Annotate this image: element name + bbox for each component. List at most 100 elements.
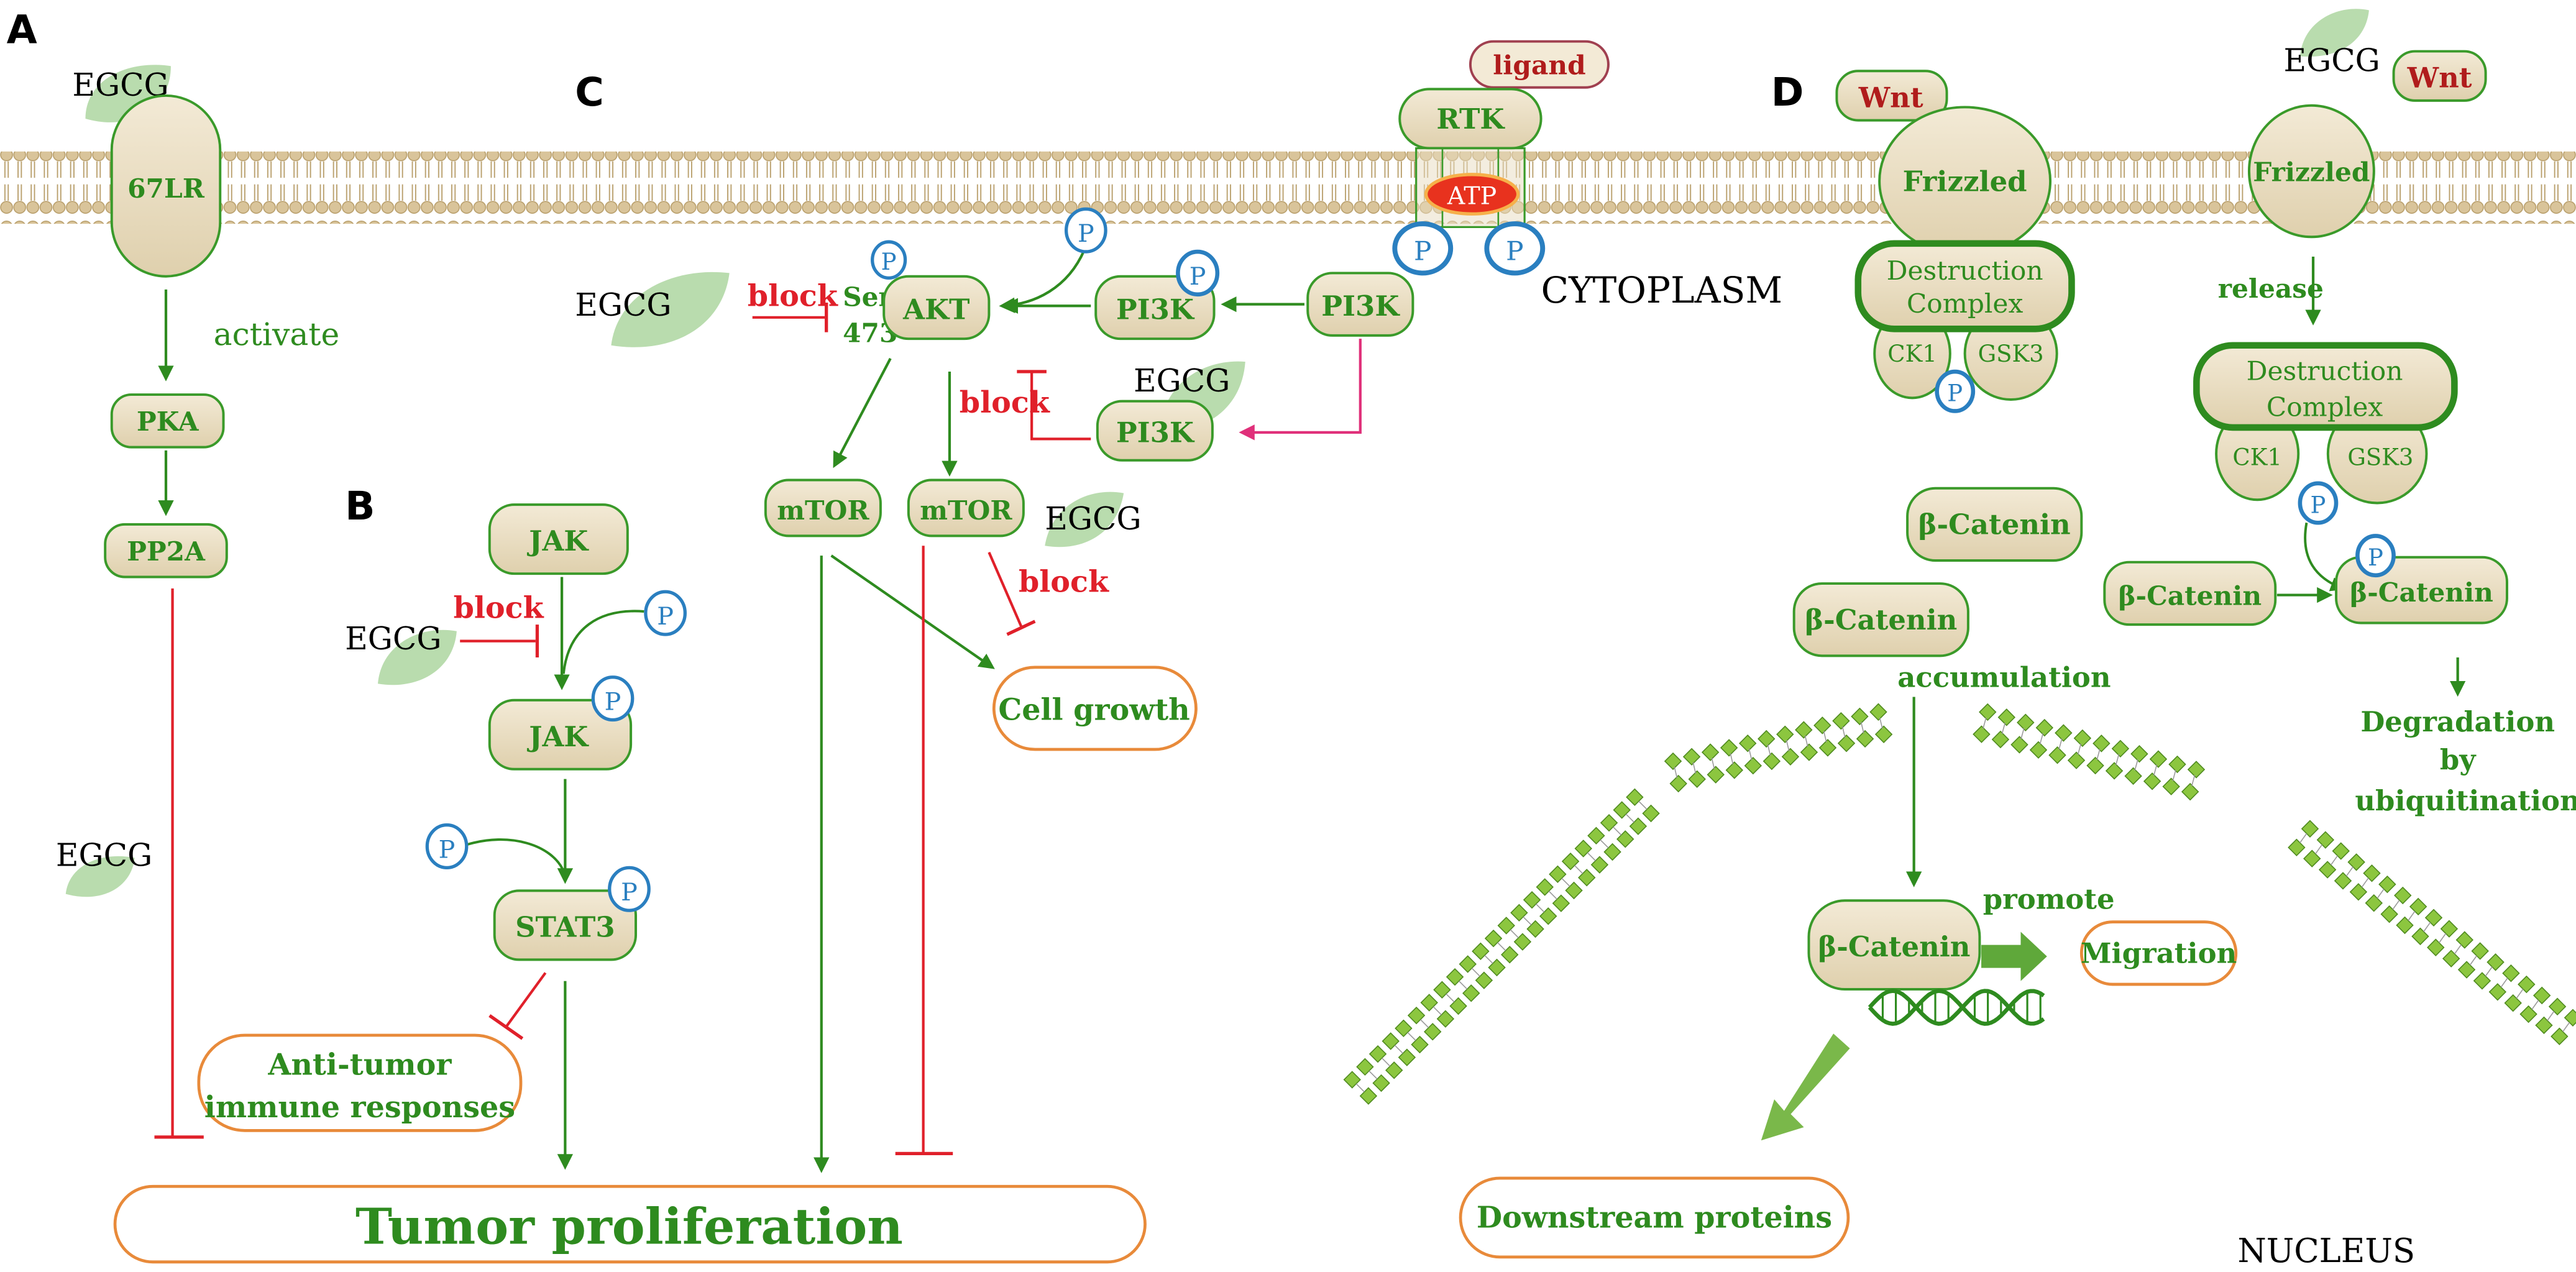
envelope-bead xyxy=(1682,748,1701,766)
accumulation-label: accumulation xyxy=(1897,661,2111,694)
envelope-bead xyxy=(1869,703,1887,721)
envelope-link xyxy=(2377,889,2385,899)
envelope-bead xyxy=(1613,801,1631,819)
wnt-left-node xyxy=(1835,70,1948,122)
pi3k-low-node xyxy=(1096,400,1214,462)
phosphate-label: P xyxy=(1189,262,1206,291)
stat3-node xyxy=(493,889,638,961)
envelope-bead xyxy=(1497,917,1515,935)
ck1-right-label: CK1 xyxy=(2232,444,2282,471)
catenin-nucleus-label: β-Catenin xyxy=(1818,930,1970,963)
envelope-link xyxy=(1484,954,1493,964)
mtor-left-label: mTOR xyxy=(777,495,869,526)
envelope-bead xyxy=(1851,707,1869,726)
cell-growth-box xyxy=(992,666,1198,751)
envelope-bead xyxy=(1776,725,1794,744)
migration-box xyxy=(2079,920,2238,986)
envelope-bead xyxy=(1356,1058,1374,1076)
envelope-bead xyxy=(2301,820,2319,838)
stat3-label: STAT3 xyxy=(515,910,615,943)
phosphate-icon xyxy=(608,866,651,912)
envelope-link xyxy=(1748,749,1753,761)
envelope-bead xyxy=(1626,788,1644,807)
envelope-bead xyxy=(2010,736,2028,754)
envelope-link xyxy=(1711,757,1715,769)
envelope-link xyxy=(2361,877,2369,888)
envelope-link xyxy=(2058,738,2063,750)
phosphate-icon xyxy=(2355,534,2396,578)
envelope-bead xyxy=(2073,729,2092,748)
envelope-bead xyxy=(2564,1009,2576,1027)
frizzled-right-label: Frizzled xyxy=(2253,156,2370,187)
envelope-link xyxy=(2191,775,2196,787)
phosphate-label: P xyxy=(657,602,674,631)
envelope-bead xyxy=(1725,761,1744,779)
envelope-link xyxy=(1860,721,1864,734)
envelope-bead xyxy=(2427,938,2445,956)
ligand-label: ligand xyxy=(1493,50,1585,81)
envelope-bead xyxy=(1688,770,1706,789)
envelope-link xyxy=(1459,981,1468,990)
envelope-bead xyxy=(2162,777,2180,795)
phosphate-icon xyxy=(871,240,907,280)
activate-label: activate xyxy=(214,316,340,353)
envelope-link xyxy=(2153,764,2158,776)
ligand-node xyxy=(1469,40,1610,89)
phosphate-label: P xyxy=(1947,380,1963,407)
envelope-link xyxy=(1446,993,1455,1003)
envelope-link xyxy=(2500,977,2508,988)
envelope-link xyxy=(2454,944,2462,954)
phosphate-icon xyxy=(591,675,635,722)
tumor-proliferation-box xyxy=(113,1184,1147,1264)
envelope-bead xyxy=(1762,752,1781,771)
block-label-b: block xyxy=(454,591,544,626)
envelope-bead xyxy=(2035,718,2054,737)
envelope-bead xyxy=(1781,748,1800,766)
envelope-link xyxy=(1497,942,1506,951)
envelope-bead xyxy=(1832,711,1850,730)
envelope-bead xyxy=(2442,949,2460,968)
envelope-link xyxy=(2115,754,2120,766)
envelope-bead xyxy=(2029,741,2048,759)
membrane-icon xyxy=(0,151,2576,224)
catenin-right-1 xyxy=(2103,561,2277,626)
envelope-link xyxy=(2172,769,2176,781)
envelope-bead xyxy=(1997,708,2015,726)
downstream-arrow xyxy=(1761,1033,1850,1141)
envelope-link xyxy=(1368,1070,1378,1080)
envelope-bead xyxy=(1991,730,2010,749)
phosphate-icon xyxy=(1484,221,1546,276)
block-label-pi3k: block xyxy=(960,385,1050,420)
envelope-link xyxy=(1536,904,1545,913)
nuclear-envelope xyxy=(1343,703,2576,1105)
envelope-bead xyxy=(1669,774,1687,793)
envelope-bead xyxy=(2318,861,2337,879)
phosphate-label: P xyxy=(2311,492,2326,518)
envelope-bead xyxy=(2365,894,2383,912)
envelope-link xyxy=(2516,989,2524,999)
dc-right-label-1: Destruction xyxy=(2247,355,2403,386)
block-label-ser: block xyxy=(748,278,838,313)
envelope-bead xyxy=(1874,725,1893,743)
envelope-bead xyxy=(2551,1027,2569,1046)
pi3k-low-label: PI3K xyxy=(1116,416,1195,449)
envelope-link xyxy=(1523,916,1532,926)
envelope-bead xyxy=(2048,746,2066,764)
phospho-arrow-d xyxy=(2304,522,2346,592)
wnt-right-label: Wnt xyxy=(2407,62,2472,94)
phosphate-icon xyxy=(1176,249,1220,297)
jak-top-node xyxy=(488,503,629,575)
pink-arrow-pi3k xyxy=(1239,339,1362,441)
catenin-right-1-label: β-Catenin xyxy=(2118,580,2262,611)
envelope-bead xyxy=(2332,842,2350,860)
frizzled-left-label: Frizzled xyxy=(1903,165,2027,198)
envelope-link xyxy=(1382,1058,1391,1067)
envelope-link xyxy=(2547,1010,2555,1021)
envelope-bead xyxy=(2347,853,2365,871)
envelope-bead xyxy=(2519,1005,2537,1023)
receptor-67lr xyxy=(110,94,222,278)
leaf-icon xyxy=(611,272,730,347)
envelope-link xyxy=(2096,749,2101,761)
cytoplasm-label: CYTOPLASM xyxy=(1541,269,1782,311)
phosphate-label: P xyxy=(2368,544,2383,571)
